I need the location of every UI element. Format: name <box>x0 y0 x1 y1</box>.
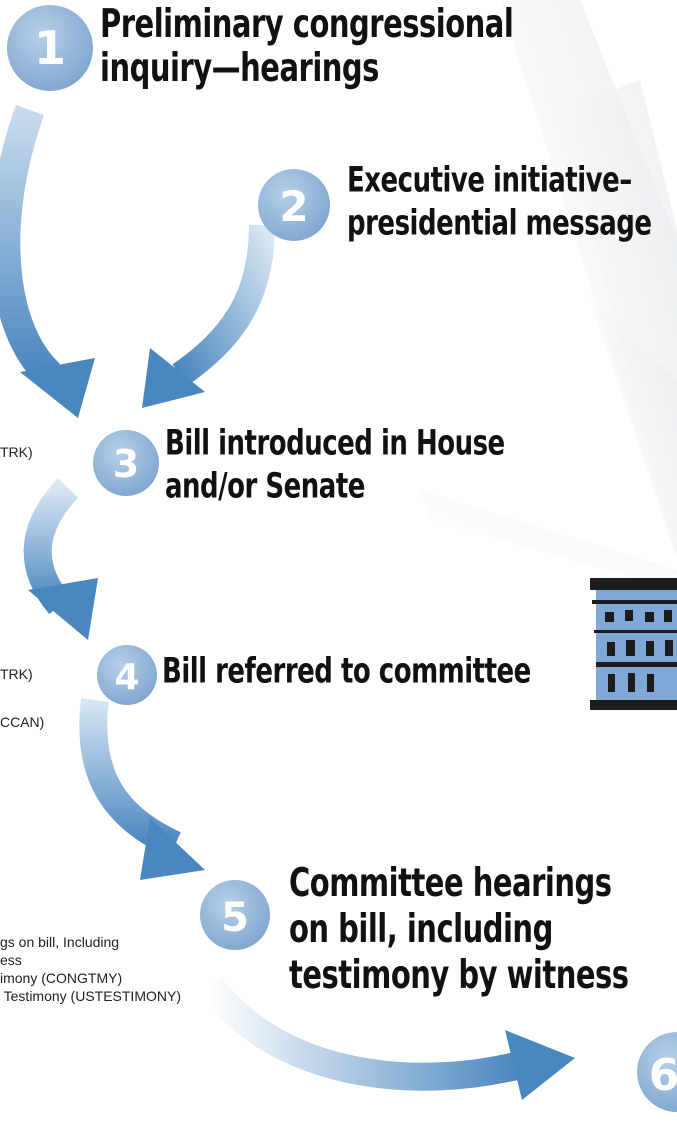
step-6-marker: 6 <box>637 1032 677 1112</box>
step-3-number: 3 <box>113 442 139 486</box>
step-5-title-line-2: on bill, including <box>289 905 553 952</box>
side-label-step-5-line-4: Testimony (USTESTIMONY) <box>0 988 181 1004</box>
side-label-step-4-a: TRK) <box>0 666 33 682</box>
arrow-step-4-to-5 <box>79 698 205 880</box>
building-cornice <box>590 578 677 590</box>
step-6-number: 6 <box>649 1050 677 1101</box>
ray <box>420 490 677 590</box>
step-3-title-line-2: and/or Senate <box>165 466 365 508</box>
step-3-title-line-1: Bill introduced in House <box>165 423 505 465</box>
step-1-marker: 1 <box>7 5 93 91</box>
ray <box>590 300 677 560</box>
step-5-marker: 5 <box>200 880 270 950</box>
step-2-marker: 2 <box>258 169 330 241</box>
step-5-title-line-3: testimony by witness <box>289 951 629 998</box>
arrow-step-1-to-3 <box>0 104 95 418</box>
side-label-step-3: TRK) <box>0 444 33 460</box>
arrow-step-2-to-3 <box>142 224 275 408</box>
step-1-number: 1 <box>34 21 66 75</box>
step-1-title-line-1: Preliminary congressional <box>100 0 514 47</box>
step-4-marker: 4 <box>97 645 157 705</box>
step-4-number: 4 <box>114 657 139 698</box>
step-4-title-line-1: Bill referred to committee <box>162 651 531 693</box>
step-5-title-line-1: Committee hearings <box>289 859 612 906</box>
arrow-step-3-to-4 <box>23 478 98 640</box>
step-5-number: 5 <box>221 895 249 941</box>
step-2-number: 2 <box>279 182 308 231</box>
side-label-step-4-b: CCAN) <box>0 714 45 730</box>
side-label-step-5-line-3: imony (CONGTMY) <box>0 970 123 986</box>
side-label-step-5-line-1: gs on bill, Including <box>0 934 120 950</box>
step-3-marker: 3 <box>93 430 159 496</box>
arrow-step-5-to-6 <box>198 976 575 1100</box>
step-2-title-line-1: Executive initiative– <box>347 160 632 202</box>
step-2-title-line-2: presidential message <box>347 203 652 245</box>
step-1-title-line-2: inquiry—hearings <box>100 44 379 91</box>
side-label-step-5-line-2: ess <box>0 952 22 968</box>
